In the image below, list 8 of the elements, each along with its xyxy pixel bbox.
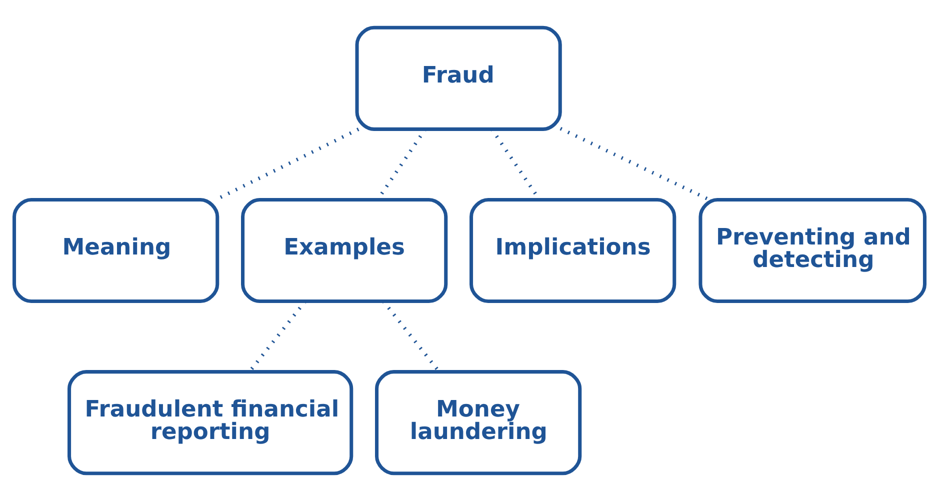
- node-box: Meaning: [12, 197, 220, 303]
- node-box: Preventing and detecting: [698, 197, 926, 303]
- node-box: Implications: [470, 197, 676, 303]
- node-box: Money laundering: [375, 370, 582, 475]
- node-box: Fraudulent financial reporting: [68, 370, 354, 475]
- connector: [560, 126, 710, 201]
- node-box: Fraud: [355, 25, 562, 130]
- node-box: Examples: [241, 197, 448, 303]
